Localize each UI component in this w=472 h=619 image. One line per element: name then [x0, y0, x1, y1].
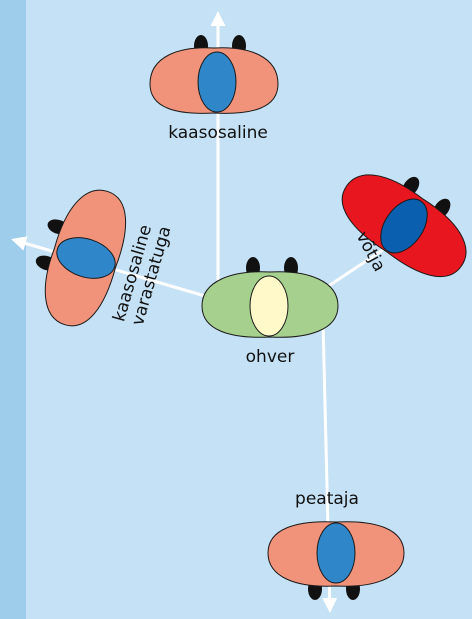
- sidebar-strip: [0, 0, 26, 619]
- player-top: [149, 35, 279, 114]
- label-bottom: peataja: [295, 489, 359, 509]
- player-bottom-head: [316, 522, 356, 584]
- player-right-head: [380, 198, 428, 254]
- player-left-head: [56, 237, 116, 279]
- label-top: kaasosaline: [168, 123, 268, 143]
- label-victim: ohver: [246, 347, 295, 367]
- player-top-head: [197, 51, 237, 113]
- player-victim-head: [249, 275, 289, 337]
- player-bottom: [267, 521, 405, 600]
- player-left: [35, 189, 126, 327]
- player-victim: [201, 257, 339, 338]
- player-right: [341, 174, 467, 278]
